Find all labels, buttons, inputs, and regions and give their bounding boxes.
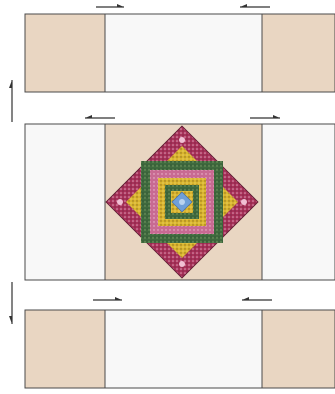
top-row-left-panel [25, 14, 105, 92]
bottom-row-right-panel [262, 310, 335, 388]
middle-row-seam-arrow-right [250, 115, 280, 118]
row-join-arrow-up [9, 80, 12, 122]
top-row-center-panel [105, 14, 262, 92]
middle-row-seam-arrow-left [85, 115, 115, 118]
row-join-arrow-down [9, 282, 12, 324]
top-row-seam-arrow-right [96, 4, 124, 7]
bottom-row-left-panel [25, 310, 105, 388]
middle-row-right-panel [262, 124, 335, 280]
bottom-row-center-panel [105, 310, 262, 388]
bottom-row-seam-arrow-left [242, 297, 272, 300]
medallion-center-dot [179, 199, 185, 205]
middle-row-left-panel [25, 124, 105, 280]
top-row-seam-arrow-left [240, 4, 270, 7]
top-row-right-panel [262, 14, 335, 92]
top-row [25, 14, 335, 92]
bottom-row [25, 310, 335, 388]
bottom-row-seam-arrow-right [93, 297, 122, 300]
